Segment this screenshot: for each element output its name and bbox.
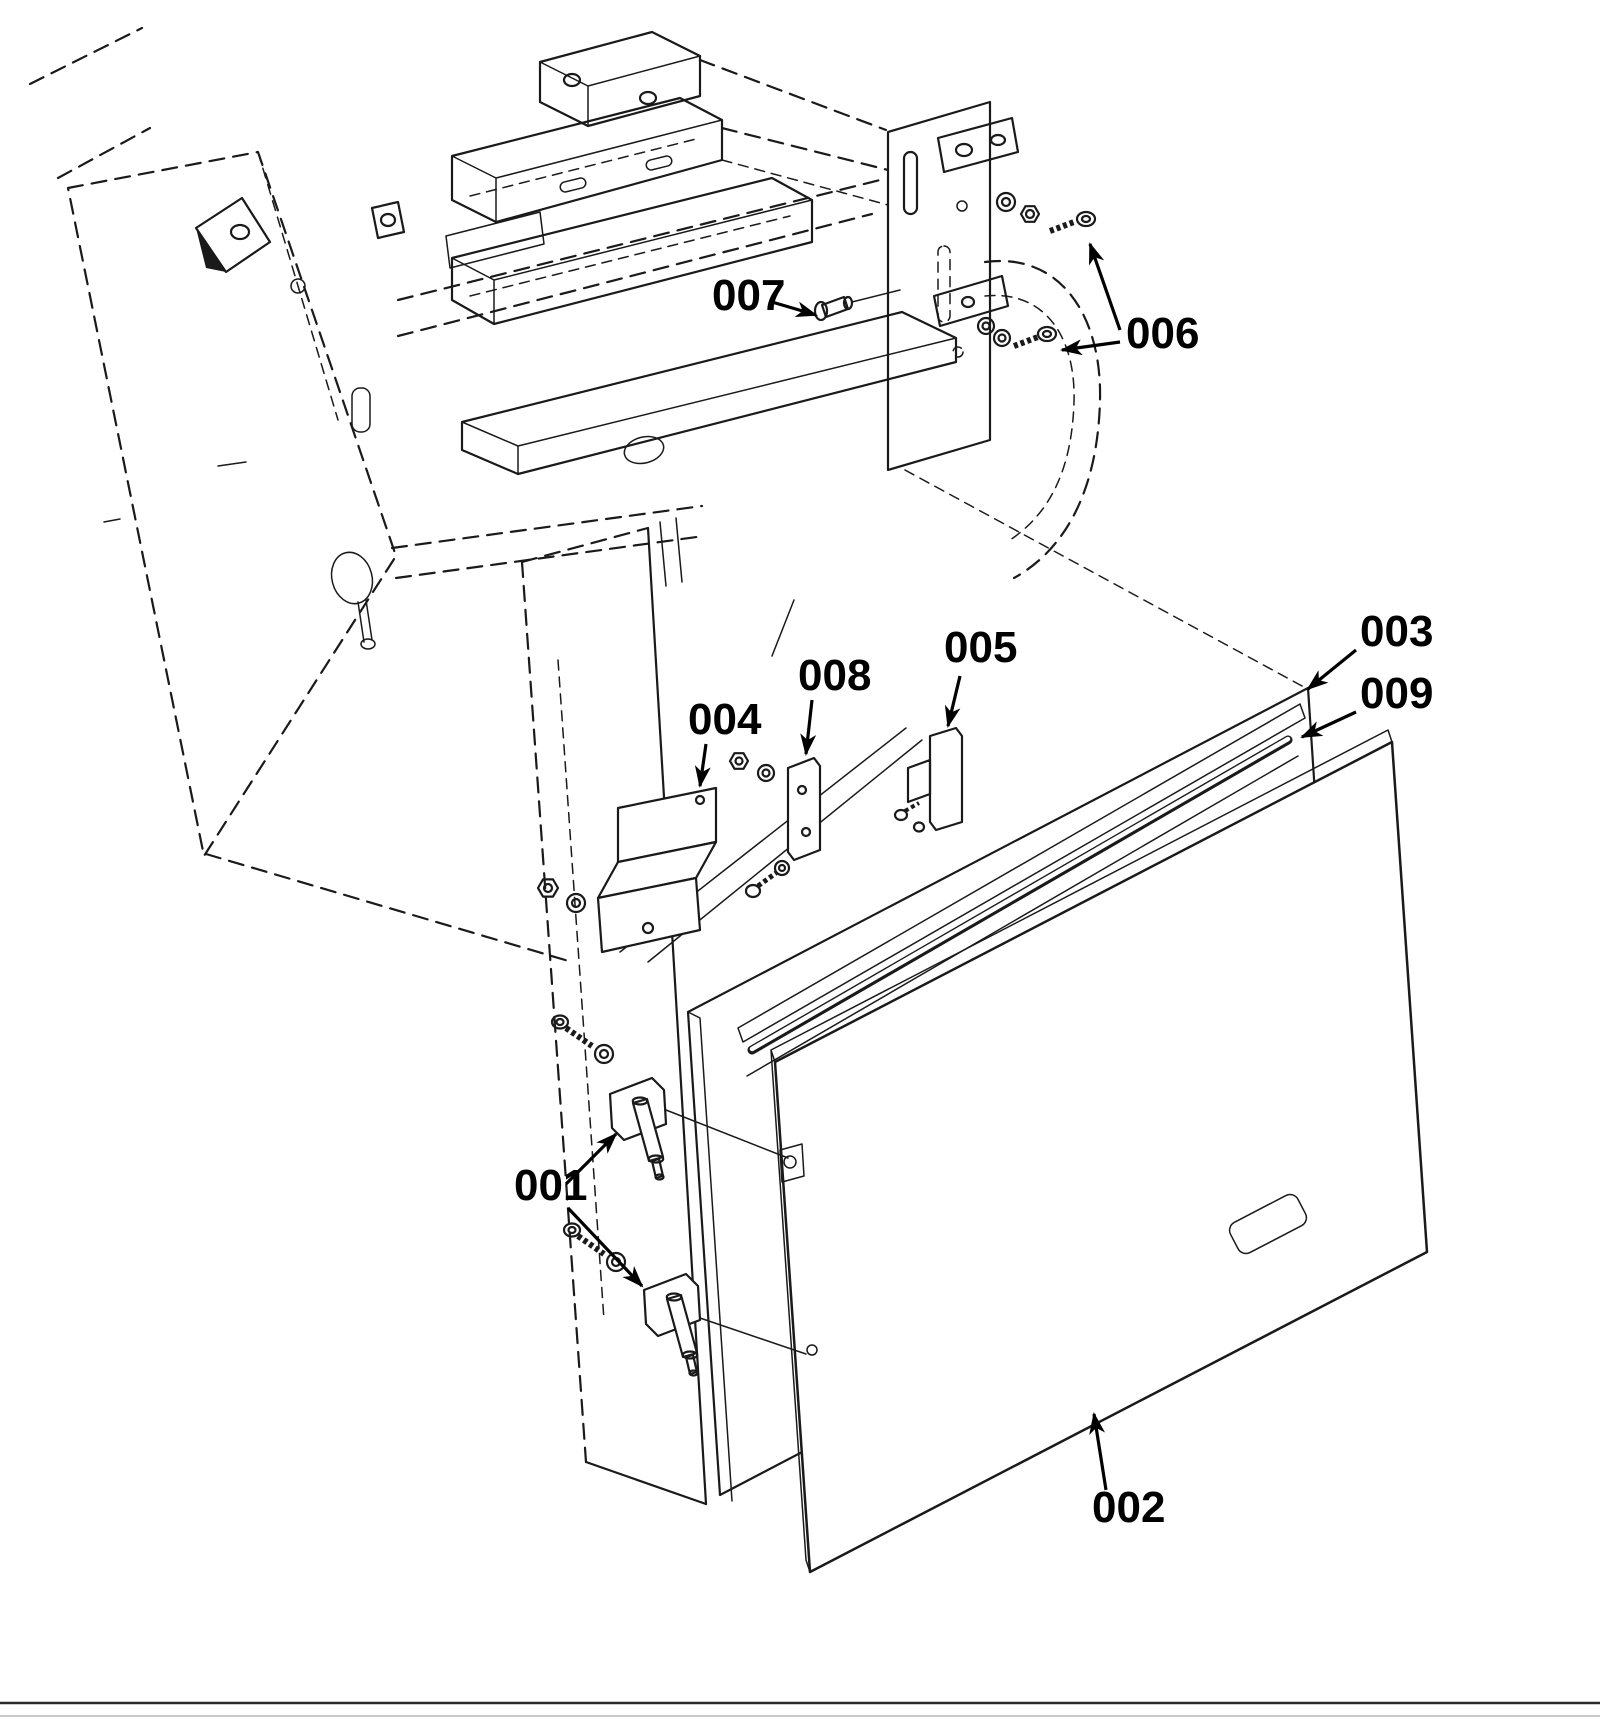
- washer: [593, 1043, 615, 1065]
- screw-head: [912, 821, 926, 833]
- handle-recess: [1228, 1193, 1308, 1255]
- callout-label-009: 009: [1360, 669, 1433, 718]
- callout-label-006: 006: [1126, 309, 1199, 358]
- callout-arrow-004: [694, 743, 711, 788]
- callout-label-008: 008: [798, 651, 871, 700]
- hex-nut: [1019, 205, 1041, 223]
- seal-curve: [983, 259, 1102, 580]
- callout-arrow-001b: [566, 1206, 644, 1288]
- screw-head: [744, 883, 762, 899]
- washer: [992, 328, 1012, 348]
- fasteners-006: [976, 191, 1097, 349]
- slotted-mounting-bracket: [886, 100, 1020, 472]
- bracket-004: [536, 786, 718, 954]
- washer: [565, 892, 587, 914]
- screw-head: [1075, 210, 1097, 228]
- trim-strip-003: [737, 703, 1306, 1043]
- screw-head: [1036, 325, 1058, 343]
- washer: [756, 763, 776, 783]
- washer: [773, 859, 791, 877]
- callout-label-005: 005: [944, 623, 1017, 672]
- front-door-panel: [770, 729, 1429, 1574]
- callout-label-001: 001: [514, 1161, 587, 1210]
- plate-008: [728, 752, 822, 899]
- screw-shaft: [1012, 334, 1040, 349]
- latch-keeper-005: [893, 726, 964, 833]
- washer: [976, 316, 996, 336]
- callout-arrow-006a: [1088, 242, 1122, 331]
- screw-head: [550, 1014, 570, 1030]
- callout-label-003: 003: [1360, 607, 1433, 656]
- hinge-assembly-upper: [550, 1014, 789, 1181]
- callout-arrow-003: [1306, 648, 1358, 691]
- callout-arrow-008: [800, 699, 817, 756]
- callout-label-007: 007: [712, 271, 785, 320]
- seal-rod-009: [747, 735, 1293, 1055]
- callout-arrow-009: [1300, 710, 1357, 739]
- screw-head: [893, 808, 909, 822]
- screw-shaft: [1048, 219, 1076, 234]
- callout-arrow-005: [944, 675, 962, 728]
- callout-arrow-002: [1089, 1412, 1108, 1491]
- inner-mount-panel: [520, 526, 708, 1506]
- callout-arrow-001a: [564, 1132, 618, 1186]
- hex-nut: [536, 878, 560, 898]
- upper-bracket-assembly: [445, 30, 958, 587]
- washer: [995, 191, 1017, 213]
- screw-head: [562, 1222, 582, 1238]
- callout-arrow-006b: [1060, 339, 1121, 356]
- callout-arrow-007: [771, 300, 818, 318]
- callouts: 007 006 003 009 005 008 004 001 002: [514, 242, 1433, 1532]
- callout-label-004: 004: [688, 695, 762, 744]
- washer: [605, 1251, 627, 1273]
- hex-nut: [728, 752, 750, 770]
- hinge-assembly-lower: [562, 1222, 807, 1377]
- chassis-frame-dashed: [28, 26, 890, 964]
- callout-label-002: 002: [1092, 1483, 1165, 1532]
